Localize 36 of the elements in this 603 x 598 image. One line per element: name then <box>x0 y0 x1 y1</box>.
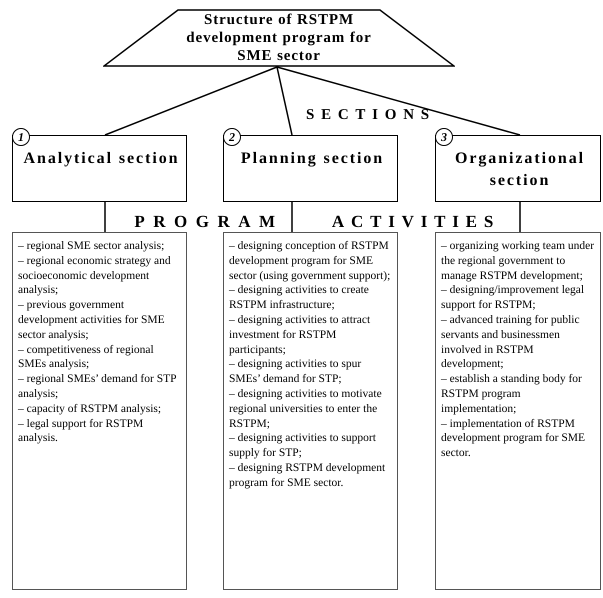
activity-item: – designing activities to attract investment for RSTPM participants; <box>229 312 372 358</box>
section-title: Analytical section <box>22 149 180 169</box>
activity-item: – regional economic strategy and socioeconomic development analysis; <box>18 254 172 298</box>
title-text: Structure of RSTPM development program for SME sector <box>185 11 373 65</box>
activity-item: – establish a standing body for RSTPM program implementation; <box>441 372 583 417</box>
activity-item: – designing activities to spur SMEs’ demand for STP; <box>229 357 362 387</box>
activity-item: – legal support for RSTPM analysis. <box>18 416 144 446</box>
activity-item: – advanced training for public servants and businessmen involved in RSTPM development; <box>441 312 581 372</box>
activity-item: – designing activities to motivate regional universities to enter the RSTPM; <box>229 386 383 432</box>
activity-item: – designing conception of RSTPM development program for SME sector (using government support); <box>229 239 392 284</box>
activity-list-box <box>223 232 398 590</box>
activity-item: – previous government development activities for SME sector analysis; <box>18 298 166 343</box>
connector-line <box>104 202 106 232</box>
section-title: Planning section <box>240 149 386 169</box>
heading-label: PROGRAM <box>133 211 285 233</box>
activity-item: – organizing working team under the regional government to manage RSTPM development; <box>441 239 595 284</box>
connector-line <box>104 66 278 136</box>
connector-line <box>276 66 293 136</box>
activity-item: – designing/improvement legal support for RSTPM; <box>441 283 586 313</box>
connector-line <box>276 66 520 136</box>
connector-line <box>519 202 521 232</box>
trapezoid-box <box>103 9 455 67</box>
heading-label: SECTIONS <box>306 106 437 125</box>
activity-item: – capacity of RSTPM analysis; <box>18 402 162 417</box>
connector-line <box>291 202 293 232</box>
activity-item: – regional SME sector analysis; <box>18 239 166 254</box>
activity-item: – regional SMEs’ demand for STP analysis; <box>18 372 178 402</box>
activity-item: – competitiveness of regional SMEs analysis; <box>18 342 155 372</box>
section-title: Organizational section <box>454 149 586 191</box>
heading-label: ACTIVITIES <box>330 211 502 233</box>
activity-item: – designing activities to create RSTPM infrastructure; <box>229 283 370 313</box>
activity-item: – implementation of RSTPM development program for SME sector. <box>441 416 586 461</box>
activity-list-box <box>435 232 601 590</box>
activity-item: – designing RSTPM development program for SME sector. <box>229 460 386 491</box>
activity-item: – designing activities to support supply for STP; <box>229 431 377 461</box>
activity-list-box <box>12 232 187 590</box>
